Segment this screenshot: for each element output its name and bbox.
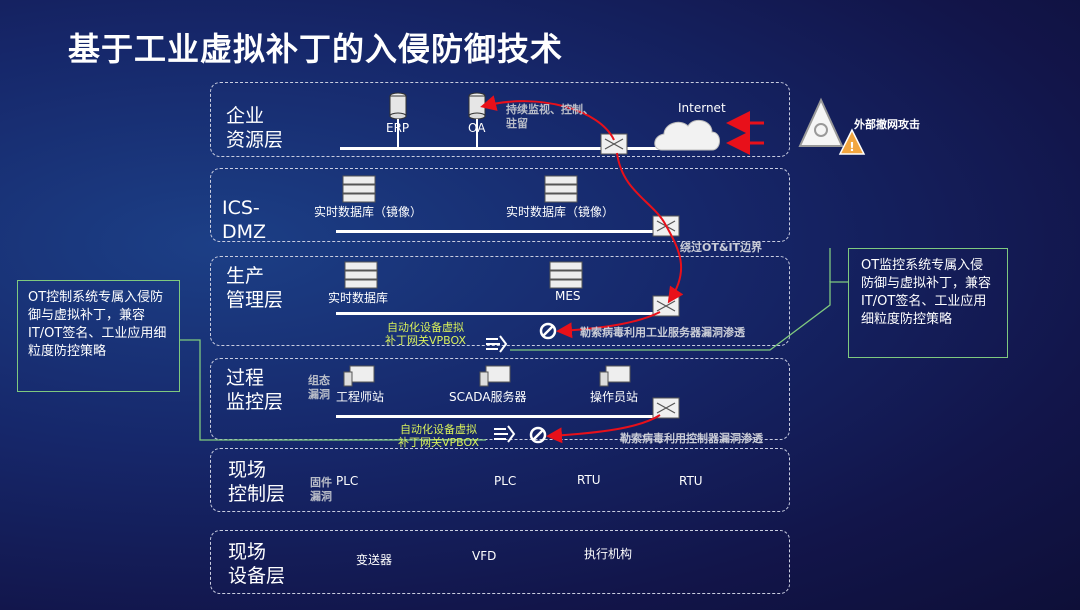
vfd-label: VFD	[472, 549, 497, 563]
block-icon-process	[529, 426, 547, 444]
monitor-note: 持续监视、控制、驻留	[506, 103, 594, 130]
firmware-vuln-label: 固件漏洞	[310, 476, 332, 503]
bypass-label: 绕过OT&IT边界	[680, 241, 763, 254]
layer-enterprise	[210, 82, 790, 157]
server-mes-icon	[549, 261, 583, 289]
actuator-label: 执行机构	[584, 547, 633, 561]
dmz-db2-label: 实时数据库（镜像）	[506, 205, 615, 219]
attack-path-oa	[480, 95, 615, 141]
production-exploit-label: 勒索病毒利用工业服务器漏洞渗透	[580, 326, 745, 339]
dmz-db1-label: 实时数据库（镜像）	[314, 205, 423, 219]
vpbox-gateway-production-icon	[486, 335, 508, 353]
engineer-station-label: 工程师站	[336, 390, 385, 404]
vpbox-production-label: 自动化设备虚拟补丁网关VPBOX	[385, 321, 467, 347]
operator-station-label: 操作员站	[590, 390, 639, 404]
production-db-label: 实时数据库	[328, 291, 389, 305]
config-vuln-label: 组态漏洞	[308, 374, 330, 401]
layer-label-field-device: 现场设备层	[228, 541, 286, 587]
transmitter-label: 变送器	[356, 553, 393, 567]
attack-path-process	[546, 414, 661, 444]
layer-label-dmz: ICS-DMZ	[222, 197, 267, 243]
biohazard-warning-icon: !	[798, 97, 866, 155]
oa-label: OA	[468, 121, 486, 135]
bus-dmz	[336, 230, 666, 233]
plc-2-label: PLC	[494, 474, 517, 488]
internet-label: Internet	[678, 101, 726, 115]
layer-label-process: 过程监控层	[226, 367, 284, 413]
server-production-db-icon	[344, 261, 378, 289]
attack-path-production	[556, 311, 661, 339]
attack-path-bypass	[616, 152, 684, 304]
rtu-1-label: RTU	[577, 473, 601, 487]
switch-process-icon	[652, 397, 680, 419]
layer-label-production: 生产管理层	[226, 265, 284, 311]
bus-enterprise	[340, 147, 670, 150]
callout-ot-monitor: OT监控系统专属入侵防御与虚拟补丁，兼容IT/OT签名、工业应用细粒度防控策略	[848, 248, 1008, 358]
vpbox-gateway-process-icon	[494, 425, 516, 443]
vpbox-process-label: 自动化设备虚拟补丁网关VPBOX	[398, 423, 480, 449]
rtu-2-label: RTU	[679, 474, 703, 488]
server-dmz-1-icon	[342, 175, 376, 203]
workstation-operator-icon	[599, 365, 631, 387]
switch-enterprise-icon	[600, 133, 628, 155]
external-attack-label: 外部撤网攻击	[854, 118, 920, 131]
scada-server-label: SCADA服务器	[449, 390, 527, 404]
callout-line-right	[510, 281, 848, 351]
workstation-scada-icon	[479, 365, 511, 387]
mes-label: MES	[555, 289, 581, 303]
callout-line-left	[180, 339, 486, 441]
layer-production	[210, 256, 790, 346]
plc-1-label: PLC	[336, 474, 359, 488]
callout-ot-control: OT控制系统专属入侵防御与虚拟补丁，兼容IT/OT签名、工业应用细粒度防控策略	[17, 280, 180, 392]
layer-dmz	[210, 168, 790, 242]
layer-field-device	[210, 530, 790, 594]
bus-production	[336, 312, 666, 315]
oa-database-icon	[468, 92, 486, 147]
block-icon-production	[539, 322, 557, 340]
process-exploit-label: 勒索病毒利用控制器漏洞渗透	[620, 432, 763, 445]
svg-text:!: !	[849, 140, 854, 154]
erp-label: ERP	[386, 121, 410, 135]
server-dmz-2-icon	[544, 175, 578, 203]
workstation-engineer-icon	[343, 365, 375, 387]
page-title: 基于工业虚拟补丁的入侵防御技术	[68, 30, 564, 68]
layer-field-control	[210, 448, 790, 512]
layer-label-field-control: 现场控制层	[228, 459, 286, 505]
bus-process	[336, 415, 666, 418]
layer-label-enterprise: 企业资源层	[226, 105, 284, 151]
erp-database-icon	[389, 92, 407, 147]
internet-cloud-icon	[654, 119, 720, 151]
